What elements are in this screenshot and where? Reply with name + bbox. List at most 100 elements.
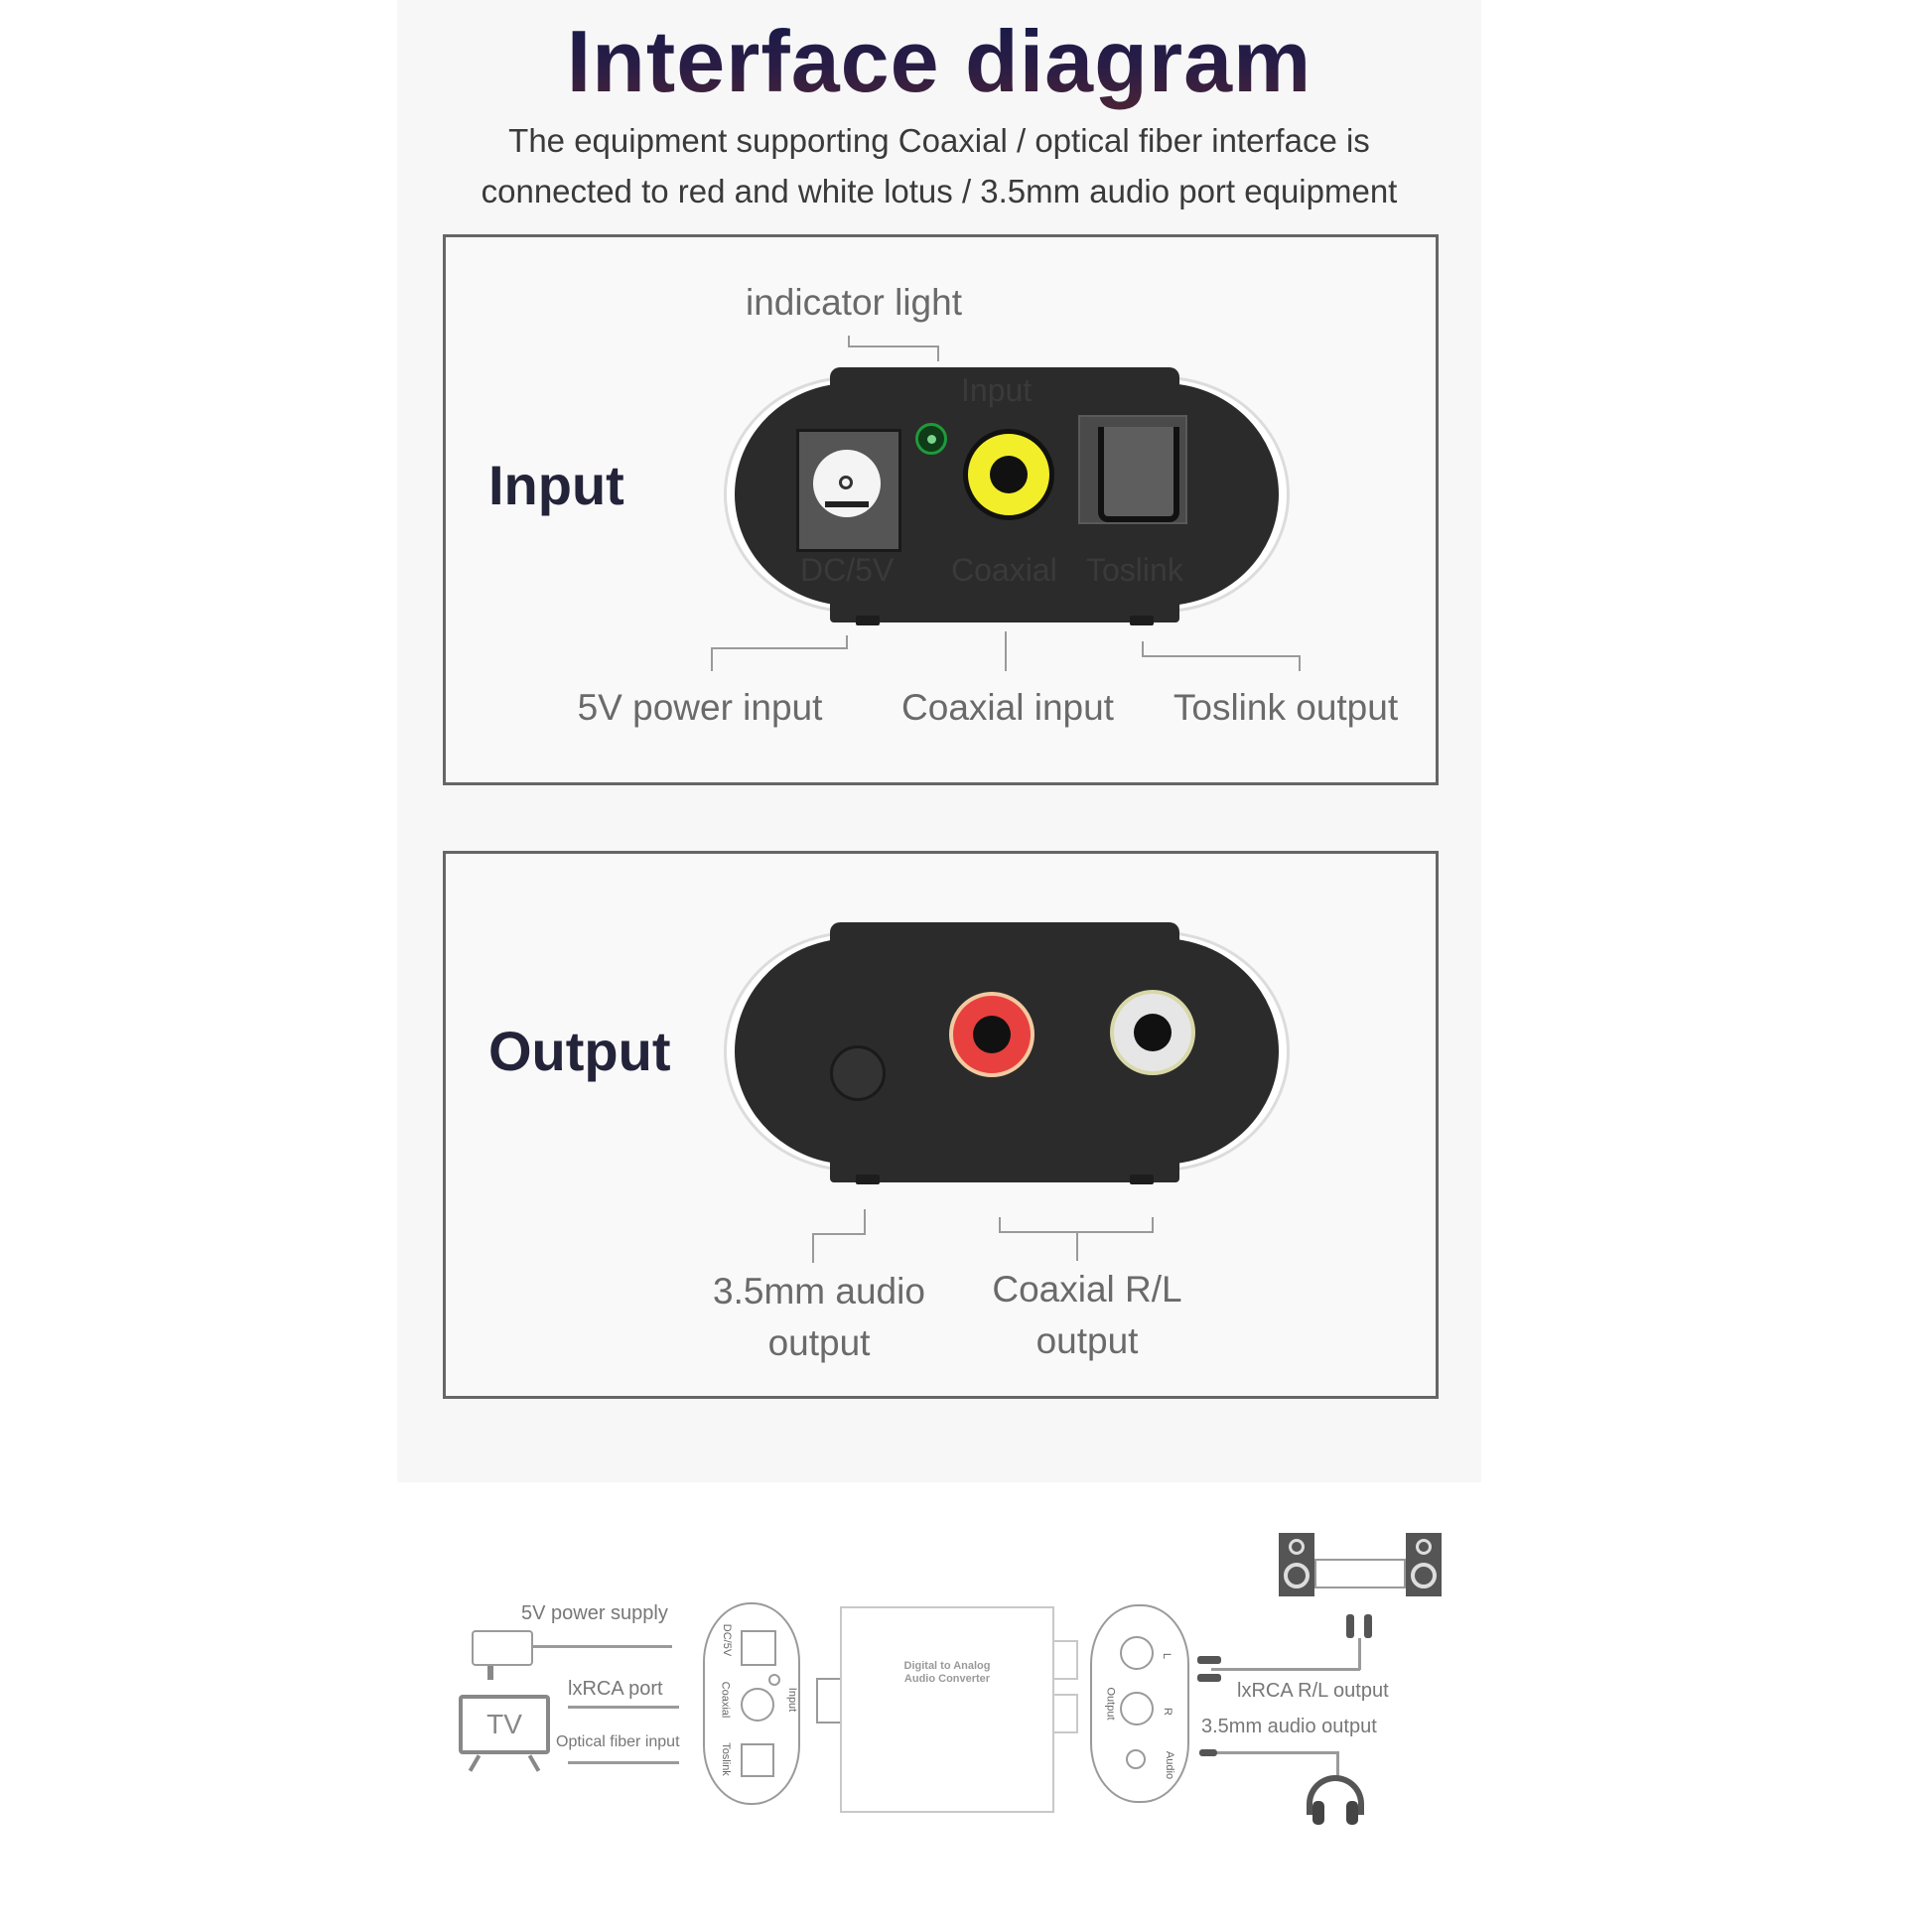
headphone-cup — [1312, 1801, 1324, 1825]
rca-leader — [1076, 1231, 1078, 1261]
toslink-port-sketch-icon — [741, 1743, 774, 1777]
power-adapter-plug — [487, 1666, 493, 1680]
coax-port-sketch-icon — [741, 1688, 774, 1722]
label-rca-rl-output: lxRCA R/L output — [1237, 1680, 1389, 1702]
aux-sketch-icon — [1126, 1749, 1146, 1769]
coaxial-leader — [1005, 631, 1007, 671]
rca-red-right-jack[interactable] — [949, 992, 1035, 1077]
aux-leader — [812, 1233, 866, 1235]
toslink-leader — [1299, 655, 1301, 671]
rca-leader — [999, 1217, 1001, 1233]
sketch-dc-label: DC/5V — [721, 1623, 734, 1657]
indicator-leader — [848, 336, 850, 347]
output-section-label: Output — [488, 1020, 671, 1082]
rca-plug-icon — [1364, 1614, 1372, 1638]
label-5v-power-supply: 5V power supply — [521, 1602, 668, 1624]
tv-leg — [527, 1754, 541, 1772]
connection-diagram: 5V power supply TV lxRCA port Optical fi… — [447, 1529, 1469, 1866]
dc-power-jack[interactable] — [796, 429, 901, 552]
converter-box-sketch: Digital to Analog Audio Converter — [840, 1606, 1054, 1813]
label-optical-fiber-input: Optical fiber input — [556, 1733, 680, 1750]
sketch-audio-label: Audio — [1164, 1750, 1176, 1780]
rca-white-hole — [1134, 1014, 1172, 1051]
rca-plug-out-icon — [1197, 1674, 1221, 1682]
device-input-end-outline — [703, 1602, 800, 1805]
sketch-input-label: Input — [786, 1687, 799, 1713]
woofer — [1411, 1563, 1437, 1588]
aux-cable — [1336, 1751, 1339, 1777]
sketch-r-label: R — [1161, 1708, 1173, 1716]
led-sketch-icon — [768, 1674, 780, 1686]
sketch-l-label: L — [1161, 1652, 1173, 1660]
power-adapter-icon — [472, 1630, 533, 1666]
headphone-cup — [1346, 1801, 1358, 1825]
amplifier-icon — [1314, 1559, 1406, 1588]
device-foot — [1130, 1174, 1154, 1184]
headphones-icon — [1307, 1775, 1364, 1815]
rca-r-sketch-icon — [1120, 1692, 1154, 1725]
tv-icon: TV — [459, 1695, 550, 1754]
rca-leader — [1152, 1217, 1154, 1233]
sketch-coaxial-label: Coaxial — [719, 1681, 732, 1719]
woofer — [1284, 1563, 1310, 1588]
converter-label-line2: Audio Converter — [903, 1673, 991, 1685]
toslink-leader — [1142, 641, 1144, 657]
rca-l-sketch-icon — [1120, 1636, 1154, 1670]
label-3-5mm-audio-output: 3.5mm audio output — [1201, 1716, 1377, 1737]
page-title: Interface diagram — [397, 12, 1481, 111]
callout-3-5mm-line2: output — [767, 1322, 871, 1363]
callout-coaxial-rl-line1: Coaxial R/L — [992, 1269, 1182, 1310]
embossed-toslink-label: Toslink — [1086, 552, 1183, 588]
subtitle-line-1: The equipment supporting Coaxial / optic… — [508, 122, 1370, 159]
rca-plug-icon — [1346, 1614, 1354, 1638]
device-foot — [1130, 616, 1154, 625]
dc-port-sketch-icon — [741, 1630, 776, 1666]
indicator-leader — [848, 345, 939, 347]
power-cable — [533, 1645, 672, 1648]
led-glow — [927, 435, 936, 444]
converter-label-line1: Digital to Analog — [903, 1660, 991, 1672]
rca-cable — [568, 1706, 679, 1709]
speaker-right-icon — [1406, 1533, 1442, 1596]
coaxial-input-jack[interactable] — [963, 429, 1054, 520]
aux-cable — [1217, 1751, 1338, 1754]
indicator-light-label: indicator light — [745, 282, 962, 323]
converter-device-input-side: Input DC/5V Coaxial Toslink — [727, 367, 1287, 625]
rca-white-left-jack[interactable] — [1110, 990, 1195, 1075]
rca-cable-out — [1211, 1668, 1360, 1671]
dc-jack-pin-icon — [839, 476, 853, 489]
tweeter — [1416, 1539, 1432, 1555]
power-leader — [711, 647, 713, 671]
sketch-output-label: Output — [1104, 1687, 1117, 1721]
rca-cable-out — [1358, 1638, 1361, 1670]
callout-toslink-output: Toslink output — [1173, 687, 1399, 728]
embossed-input-label: Input — [961, 372, 1033, 408]
aux-leader — [812, 1233, 814, 1263]
rca-plug-out-icon — [1197, 1656, 1221, 1664]
sketch-toslink-label: Toslink — [719, 1742, 732, 1776]
device-foot — [856, 1174, 880, 1184]
toslink-optical-port[interactable] — [1078, 415, 1187, 524]
speaker-left-icon — [1279, 1533, 1314, 1596]
callout-5v-power-input: 5V power input — [577, 687, 823, 728]
rca-red-hole — [973, 1016, 1011, 1053]
dc-jack-slot — [825, 501, 869, 507]
embossed-coaxial-label: Coaxial — [951, 552, 1057, 588]
power-leader — [846, 635, 848, 649]
label-rca-port: lxRCA port — [568, 1678, 663, 1700]
optical-cable — [568, 1761, 679, 1764]
toslink-leader — [1142, 655, 1301, 657]
converter-side-tab — [1052, 1640, 1078, 1680]
toslink-slot-icon — [1098, 427, 1179, 522]
indicator-leader — [937, 345, 939, 361]
input-section-label: Input — [488, 454, 624, 516]
converter-side-tab — [816, 1678, 842, 1724]
tweeter — [1289, 1539, 1305, 1555]
tv-label: TV — [486, 1709, 522, 1739]
aux-plug-icon — [1199, 1749, 1217, 1756]
aux-leader — [864, 1209, 866, 1235]
callout-coaxial-rl-line2: output — [1035, 1320, 1139, 1361]
subtitle-line-2: connected to red and white lotus / 3.5mm… — [481, 173, 1398, 209]
aux-3-5mm-jack[interactable] — [830, 1045, 886, 1101]
callout-3-5mm-line1: 3.5mm audio — [713, 1271, 925, 1311]
